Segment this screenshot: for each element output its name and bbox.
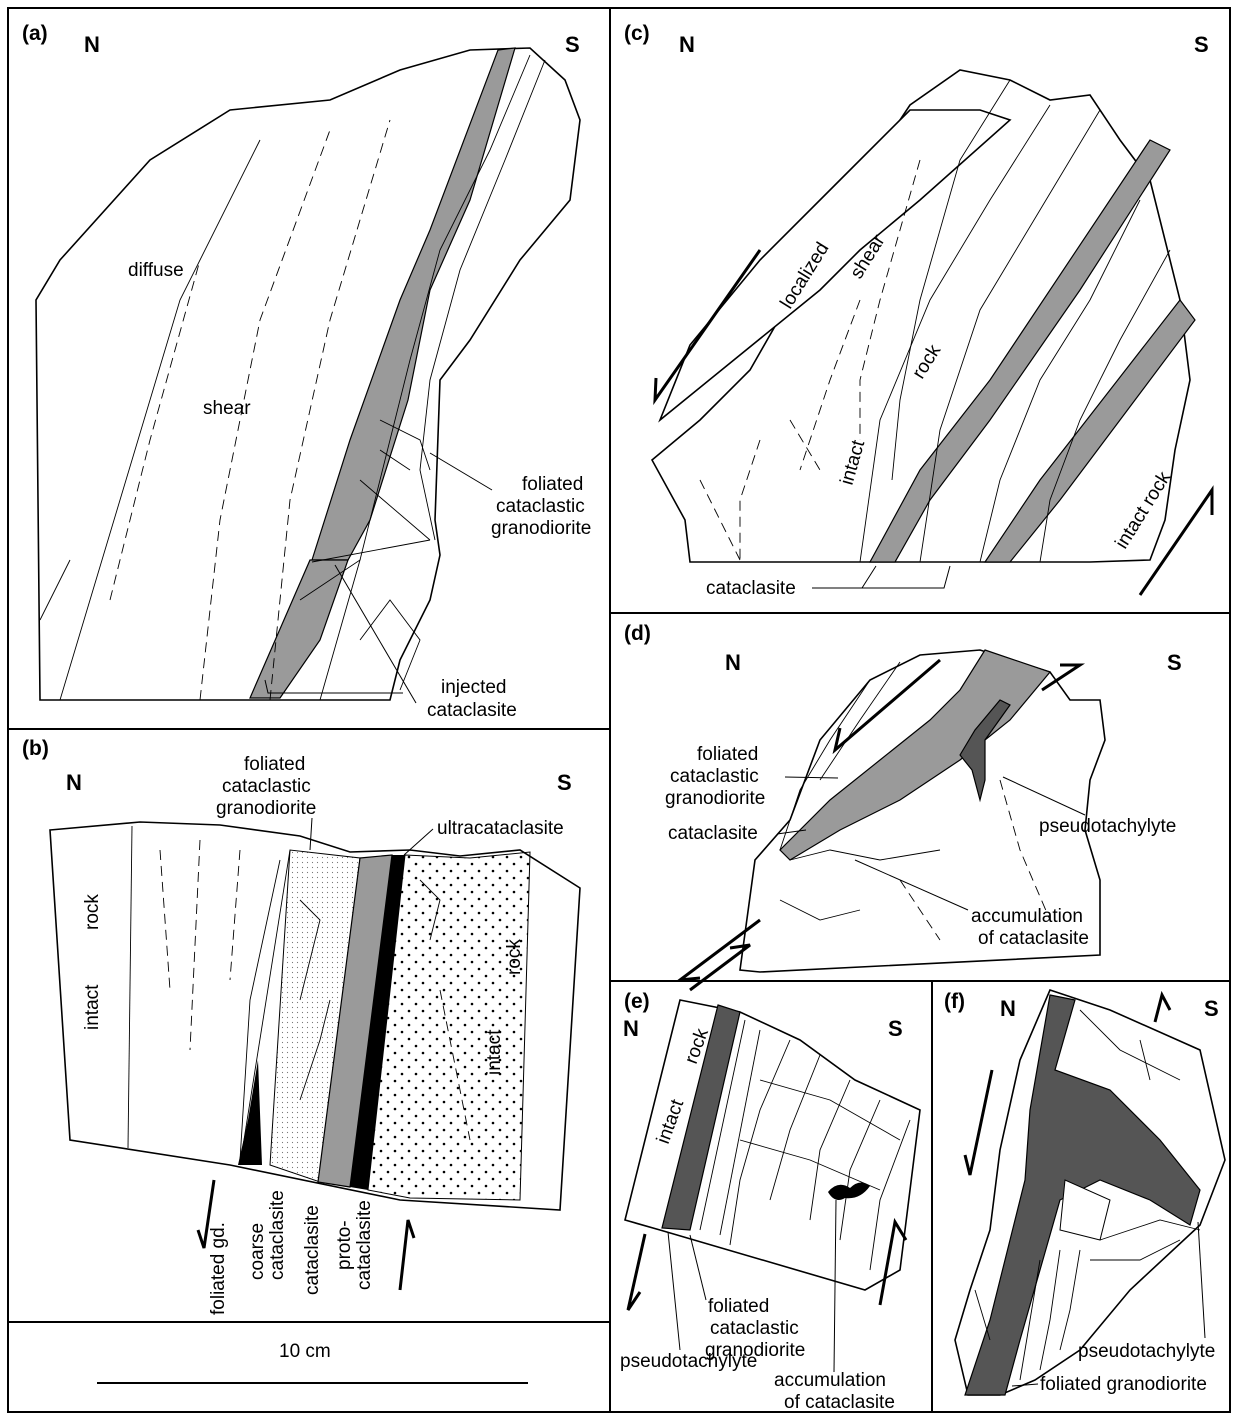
scale-bar-label: 10 cm — [279, 1341, 331, 1362]
label-fcg-granodiorite: granodiorite — [216, 798, 316, 819]
panel-a-north: N — [84, 32, 100, 57]
label-accumulation: accumulation — [971, 906, 1083, 927]
panel-c-id: (c) — [624, 22, 650, 45]
panel-f-north: N — [1000, 996, 1016, 1021]
panel-c: (c) N S localized shear rock intact inta… — [624, 22, 1212, 599]
label-foliated-gd: foliated gd. — [208, 1222, 229, 1315]
sense-arrow-right — [400, 1220, 414, 1290]
label-foliated-granodiorite: foliated granodiorite — [1040, 1374, 1207, 1395]
panel-d-south: S — [1167, 650, 1182, 675]
leader-fcg — [690, 1235, 706, 1300]
label-coarse: coarse — [247, 1223, 268, 1280]
label-fcg-granodiorite: granodiorite — [665, 788, 765, 809]
label-pseudotachylyte: pseudotachylyte — [620, 1351, 757, 1372]
panel-a-south: S — [565, 32, 580, 57]
label-cataclasite: cataclasite — [302, 1205, 323, 1295]
panel-d: (d) N S foliated cataclastic granodiorit… — [624, 622, 1182, 990]
panel-c-north: N — [679, 32, 695, 57]
label-fcg-foliated: foliated — [708, 1296, 769, 1317]
panel-d-north: N — [725, 650, 741, 675]
label-granodiorite: granodiorite — [491, 518, 591, 539]
leader-pseudotachylyte — [1198, 1222, 1205, 1338]
label-ultracataclasite: ultracataclasite — [437, 818, 564, 839]
label-accumulation: accumulation — [774, 1370, 886, 1391]
panel-b-north: N — [66, 770, 82, 795]
panel-b-south: S — [557, 770, 572, 795]
sense-arrow-left — [628, 1234, 645, 1310]
label-proto-cataclasite: cataclasite — [354, 1200, 375, 1290]
label-pseudotachylyte: pseudotachylyte — [1078, 1341, 1215, 1362]
leader-foliated — [430, 453, 492, 490]
panel-e-north: N — [623, 1016, 639, 1041]
label-foliated: foliated — [522, 474, 583, 495]
label-proto: proto- — [334, 1220, 355, 1270]
label-fcg-foliated: foliated — [697, 744, 758, 765]
label-fcg-cataclastic: cataclastic — [222, 776, 311, 797]
label-cataclasite: cataclasite — [706, 578, 796, 599]
leader-pseudotachylyte — [668, 1232, 680, 1350]
label-cataclastic: cataclastic — [496, 496, 585, 517]
label-fcg-foliated: foliated — [244, 754, 305, 775]
panel-e: (e) N S intact rock foliated cataclastic… — [620, 990, 920, 1413]
label-coarse-cataclasite: cataclasite — [267, 1190, 288, 1280]
panel-e-id: (e) — [624, 990, 650, 1013]
label-accumulation-cataclasite: of cataclasite — [784, 1392, 895, 1413]
label-accumulation-cataclasite: of cataclasite — [978, 928, 1089, 949]
label-pseudotachylyte: pseudotachylyte — [1039, 816, 1176, 837]
leader-cataclasite-1 — [812, 566, 876, 588]
panel-f-south: S — [1204, 996, 1219, 1021]
panel-b-id: (b) — [22, 737, 49, 760]
label-rock-right: rock — [504, 939, 525, 975]
panel-a: (a) N S diffuse shear foliated cataclast… — [22, 22, 591, 721]
label-injected-cataclasite: cataclasite — [427, 700, 517, 721]
sense-arrow-top — [1155, 995, 1170, 1022]
panel-c-south: S — [1194, 32, 1209, 57]
label-intact-left: intact — [82, 984, 103, 1030]
label-injected: injected — [441, 677, 507, 698]
label-fcg-cataclastic: cataclastic — [670, 766, 759, 787]
sense-arrow-left — [965, 1070, 992, 1175]
label-diffuse: diffuse — [128, 260, 184, 281]
leader-cataclasite-2 — [862, 566, 950, 588]
label-cataclasite: cataclasite — [668, 823, 758, 844]
panel-e-south: S — [888, 1016, 903, 1041]
label-intact-right: intact — [484, 1029, 505, 1075]
scale-bar: 10 cm — [97, 1341, 528, 1383]
panel-b: (b) N S foliated cataclastic granodiorit… — [22, 737, 580, 1315]
panel-f-id: (f) — [944, 990, 965, 1013]
label-rock-left: rock — [82, 894, 103, 930]
panel-a-id: (a) — [22, 22, 48, 45]
label-fcg-cataclastic: cataclastic — [710, 1318, 799, 1339]
label-shear: shear — [203, 398, 251, 419]
panel-f: (f) N S pseudotachylyte foliated granodi… — [944, 990, 1225, 1395]
panel-d-id: (d) — [624, 622, 651, 645]
